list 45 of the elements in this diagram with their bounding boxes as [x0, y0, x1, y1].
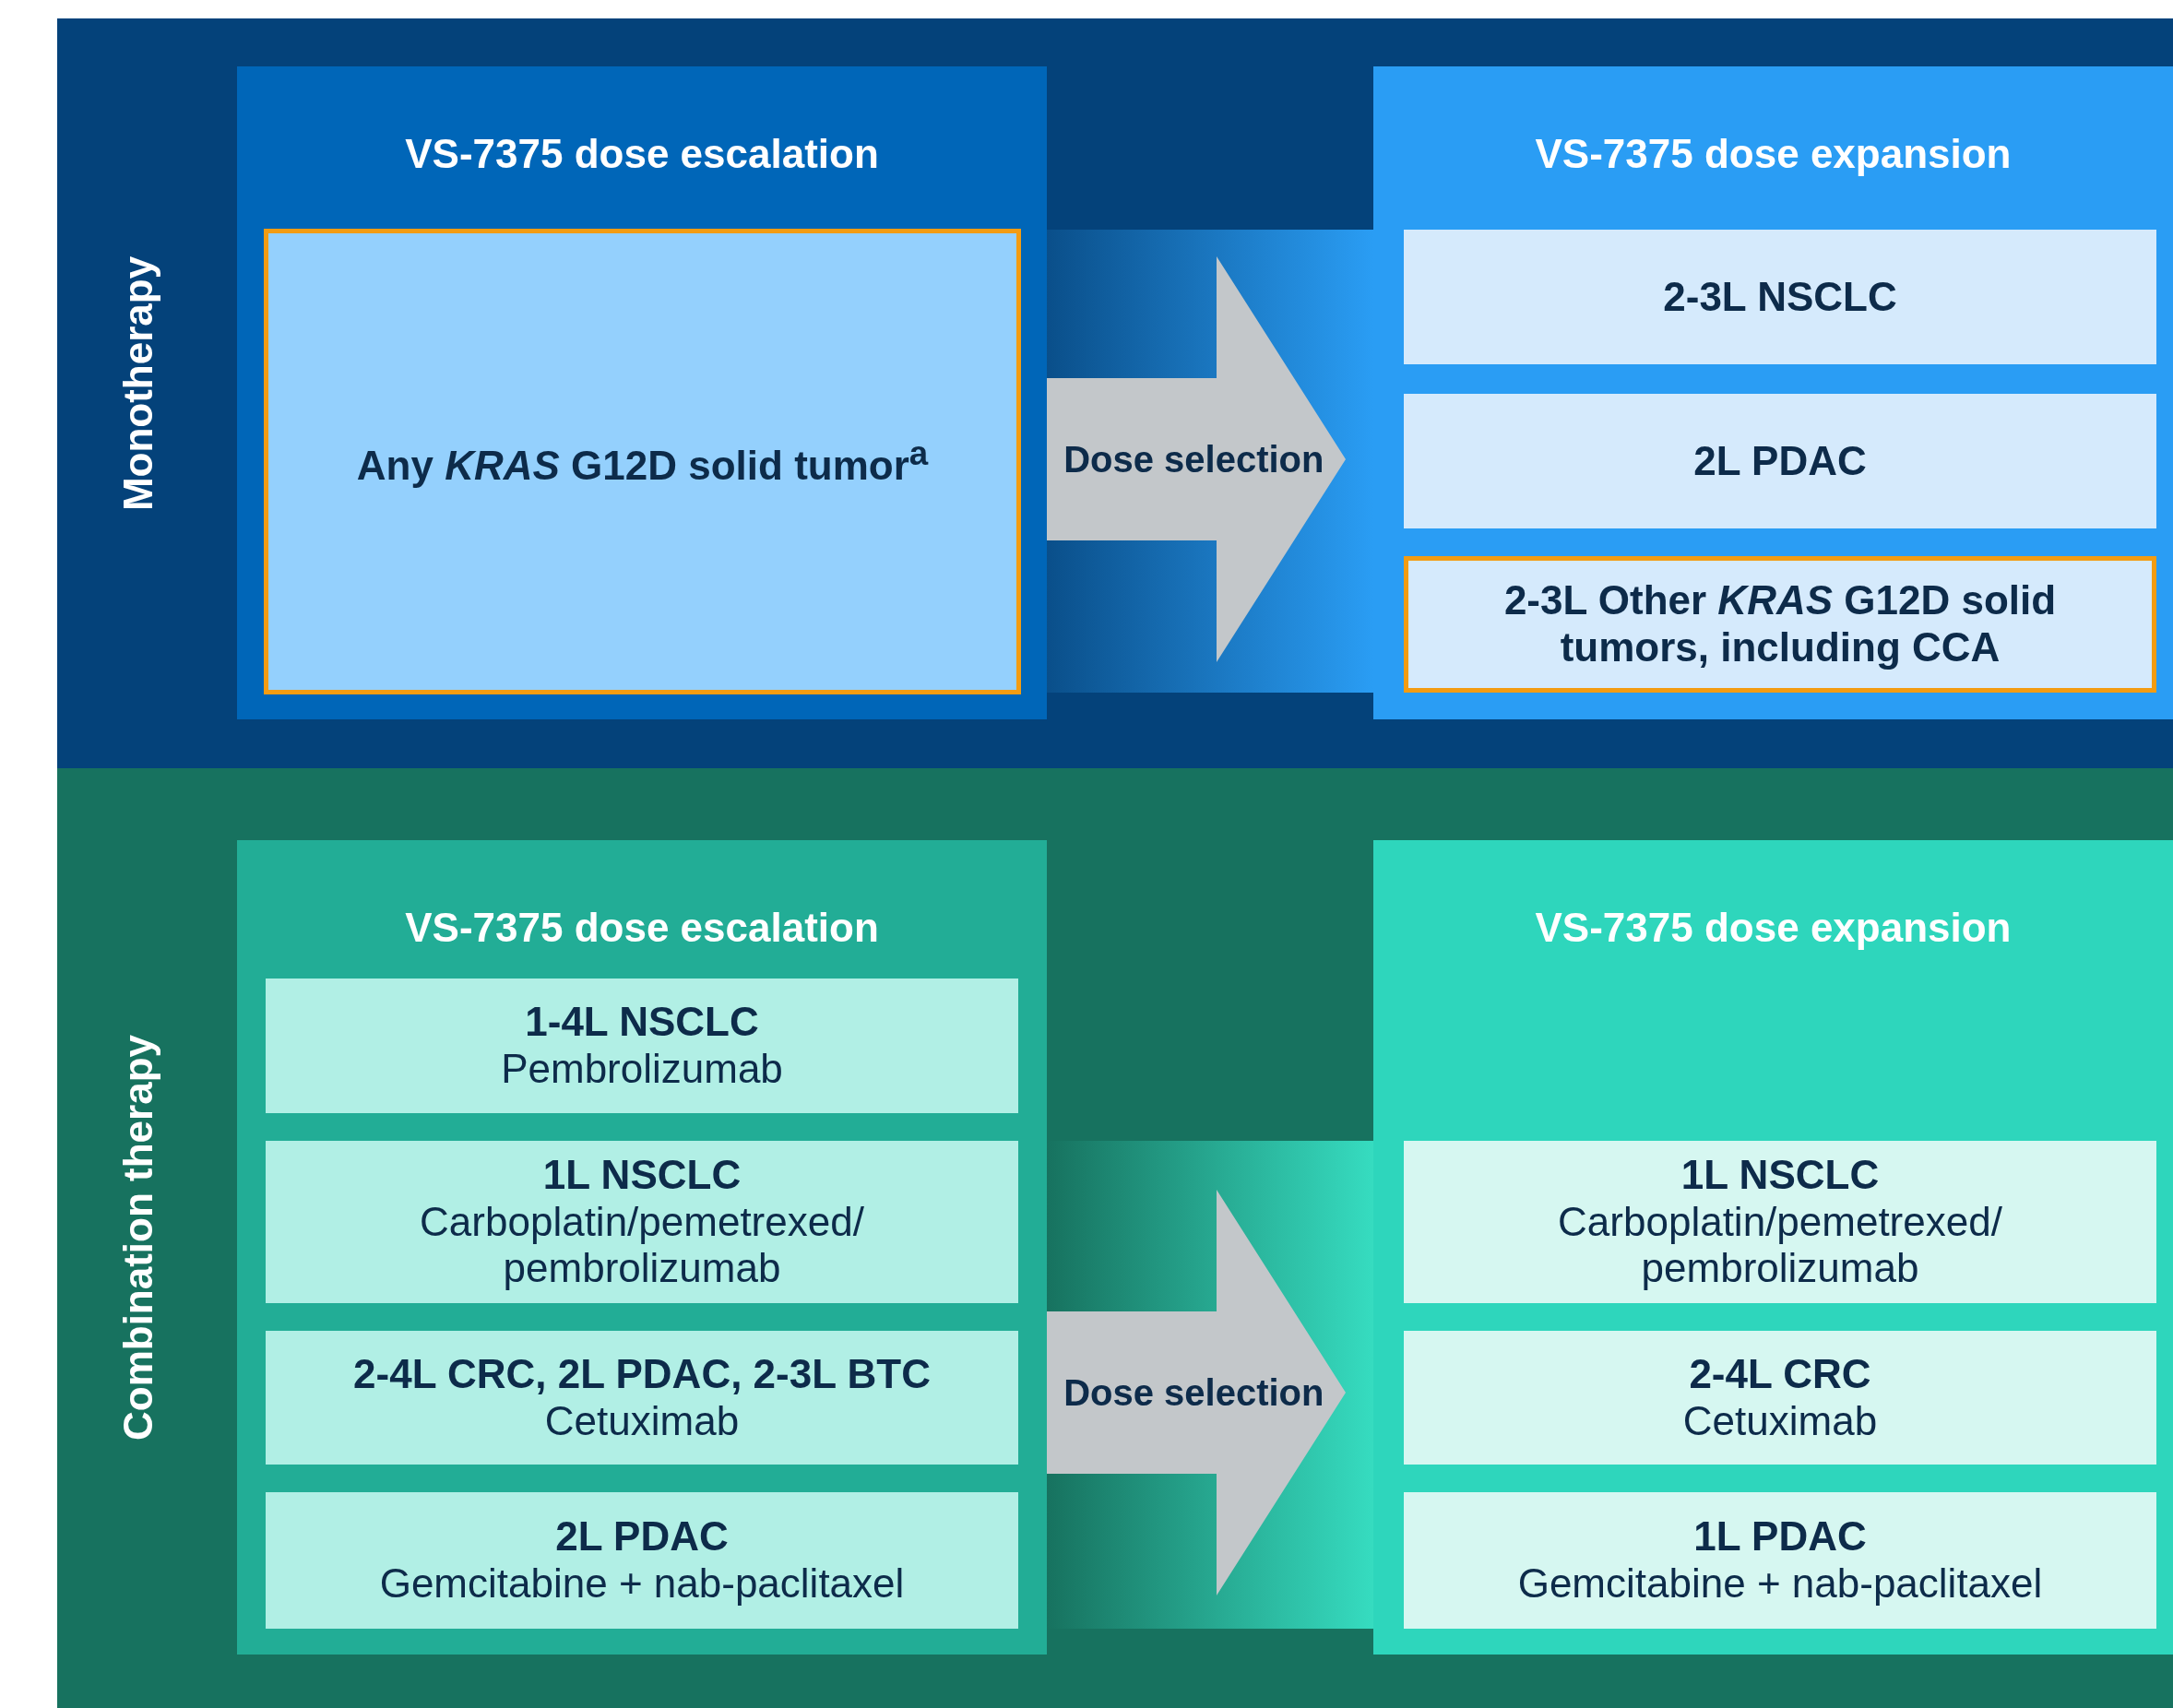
edge-label: Dose selection	[1063, 438, 1324, 481]
section-band	[57, 768, 2173, 1708]
panel-title: VS-7375 dose escalation	[404, 131, 880, 177]
treatment-label: Pembrolizumab	[501, 1046, 783, 1093]
cohort-box	[266, 979, 1018, 1113]
cohort-label: 2L PDAC	[1693, 437, 1867, 485]
treatment-label: Gemcitabine + nab-paclitaxel	[379, 1560, 905, 1607]
cohort-box	[1404, 556, 2156, 693]
treatment-label: Gemcitabine + nab-paclitaxel	[1517, 1560, 2043, 1607]
block-arrow	[1047, 1190, 1346, 1595]
treatment-label: Carboplatin/pemetrexed/ pembrolizumab	[419, 1198, 865, 1292]
section-label: Monotherapy	[115, 255, 161, 512]
section-band	[57, 18, 2173, 768]
cohort-label: 1L NSCLC	[1680, 1152, 1880, 1199]
treatment-label: Cetuximab	[1682, 1397, 1878, 1445]
cohort-box	[1404, 1331, 2156, 1465]
phase-panel	[1373, 66, 2173, 719]
cohort-box	[266, 1492, 1018, 1629]
treatment-label: Carboplatin/pemetrexed/ pembrolizumab	[1557, 1198, 2003, 1292]
cohort-box	[1404, 1141, 2156, 1303]
cohort-label: 1L PDAC	[1693, 1513, 1867, 1560]
panel-title: VS-7375 dose expansion	[1534, 131, 2013, 177]
cohort-label: 2-3L Other KRAS G12D solid tumors, including CCA	[1502, 577, 2058, 671]
cohort-label: Any KRAS G12D solid tumor$^{a}$	[356, 433, 929, 490]
cohort-label: 2L PDAC	[555, 1513, 729, 1560]
panel-title: VS-7375 dose escalation	[404, 905, 880, 951]
phase-panel	[237, 66, 1047, 719]
cohort-box	[1404, 394, 2156, 528]
cohort-box	[266, 1331, 1018, 1465]
block-arrow	[1047, 256, 1346, 662]
cohort-label: 2-3L NSCLC	[1663, 273, 1897, 321]
cohort-box	[264, 229, 1021, 694]
cohort-box	[1404, 1492, 2156, 1629]
cohort-box	[1404, 230, 2156, 364]
edge-label: Dose selection	[1063, 1371, 1324, 1415]
cohort-label: 1-4L NSCLC	[525, 999, 759, 1046]
phase-panel	[237, 840, 1047, 1655]
cohort-label: 1L NSCLC	[542, 1152, 742, 1199]
cohort-box	[266, 1141, 1018, 1303]
phase-panel	[1373, 840, 2173, 1655]
cohort-label: 2-4L CRC	[1689, 1350, 1871, 1398]
cohort-label: 2-4L CRC, 2L PDAC, 2-3L BTC	[353, 1350, 931, 1398]
treatment-label: Cetuximab	[544, 1397, 740, 1445]
panel-title: VS-7375 dose expansion	[1534, 905, 2013, 951]
section-label: Combination therapy	[115, 1035, 161, 1441]
